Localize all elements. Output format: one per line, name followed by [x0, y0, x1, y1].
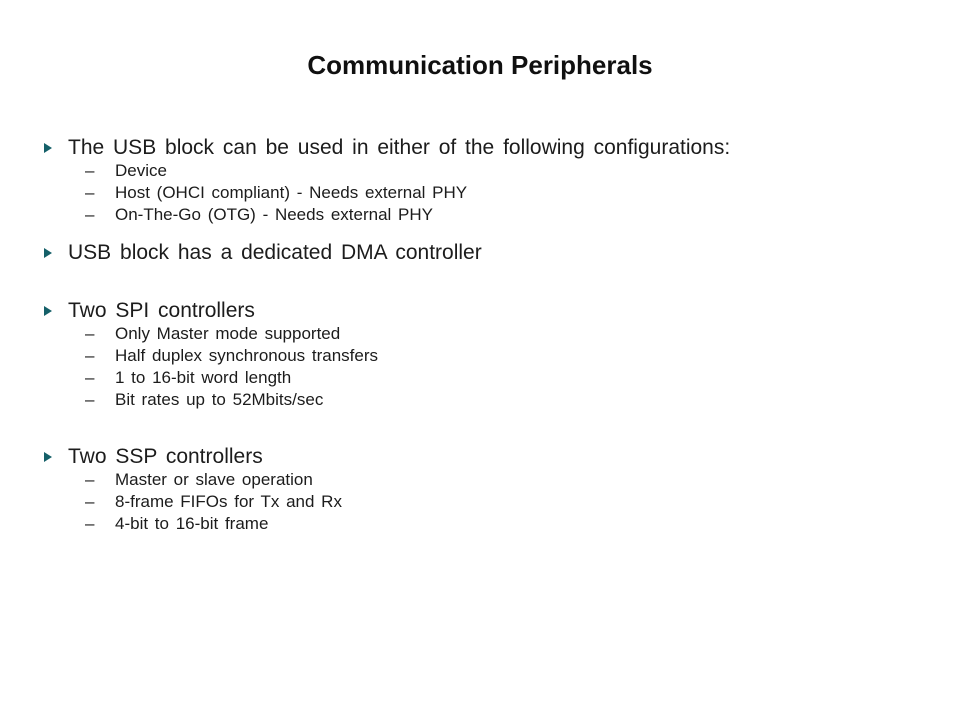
sub-bullet-item: – Master or slave operation: [0, 469, 960, 491]
sub-bullet-text: 8-frame FIFOs for Tx and Rx: [115, 492, 342, 511]
dash-marker: –: [85, 205, 95, 224]
bullet-arrow-icon: [44, 452, 68, 462]
dash-marker: –: [85, 346, 95, 365]
dash-marker: –: [85, 514, 95, 533]
sub-bullet-item: – 4-bit to 16-bit frame: [0, 513, 960, 535]
sub-bullet-text: Master or slave operation: [115, 470, 313, 489]
sub-bullet-item: – 8-frame FIFOs for Tx and Rx: [0, 491, 960, 513]
dash-marker: –: [85, 390, 95, 409]
sub-bullet-item: – 1 to 16-bit word length: [0, 367, 960, 389]
bullet-item: Two SPI controllers: [0, 299, 960, 323]
sub-bullet-item: – On-The-Go (OTG) - Needs external PHY: [0, 204, 960, 226]
bullet-section-usb-dma: USB block has a dedicated DMA controller: [0, 241, 960, 265]
dash-marker: –: [85, 368, 95, 387]
bullet-section-spi: Two SPI controllers – Only Master mode s…: [0, 299, 960, 411]
bullet-item: Two SSP controllers: [0, 445, 960, 469]
slide-body: The USB block can be used in either of t…: [0, 136, 960, 535]
bullet-text: Two SSP controllers: [68, 445, 263, 468]
bullet-section-ssp: Two SSP controllers – Master or slave op…: [0, 445, 960, 535]
sub-bullet-text: Half duplex synchronous transfers: [115, 346, 379, 365]
bullet-arrow-icon: [44, 143, 68, 153]
bullet-arrow-icon: [44, 306, 68, 316]
sub-bullet-text: 4-bit to 16-bit frame: [115, 514, 269, 533]
sub-bullet-text: 1 to 16-bit word length: [115, 368, 292, 387]
dash-marker: –: [85, 470, 95, 489]
sub-bullet-text: On-The-Go (OTG) - Needs external PHY: [115, 205, 433, 224]
sub-bullet-text: Device: [115, 161, 167, 180]
sub-bullet-item: – Device: [0, 160, 960, 182]
dash-marker: –: [85, 324, 95, 343]
sub-bullet-text: Host (OHCI compliant) - Needs external P…: [115, 183, 468, 202]
sub-bullet-item: – Bit rates up to 52Mbits/sec: [0, 389, 960, 411]
bullet-arrow-icon: [44, 248, 68, 258]
sub-bullet-item: – Only Master mode supported: [0, 323, 960, 345]
bullet-text: Two SPI controllers: [68, 299, 255, 322]
bullet-item: The USB block can be used in either of t…: [0, 136, 960, 160]
bullet-text: USB block has a dedicated DMA controller: [68, 241, 482, 264]
sub-bullet-text: Bit rates up to 52Mbits/sec: [115, 390, 324, 409]
sub-bullet-item: – Half duplex synchronous transfers: [0, 345, 960, 367]
dash-marker: –: [85, 492, 95, 511]
bullet-text: The USB block can be used in either of t…: [68, 136, 731, 159]
bullet-item: USB block has a dedicated DMA controller: [0, 241, 960, 265]
sub-bullet-item: – Host (OHCI compliant) - Needs external…: [0, 182, 960, 204]
sub-bullet-text: Only Master mode supported: [115, 324, 341, 343]
dash-marker: –: [85, 183, 95, 202]
bullet-section-usb-config: The USB block can be used in either of t…: [0, 136, 960, 226]
dash-marker: –: [85, 161, 95, 180]
slide-title: Communication Peripherals: [307, 50, 653, 80]
